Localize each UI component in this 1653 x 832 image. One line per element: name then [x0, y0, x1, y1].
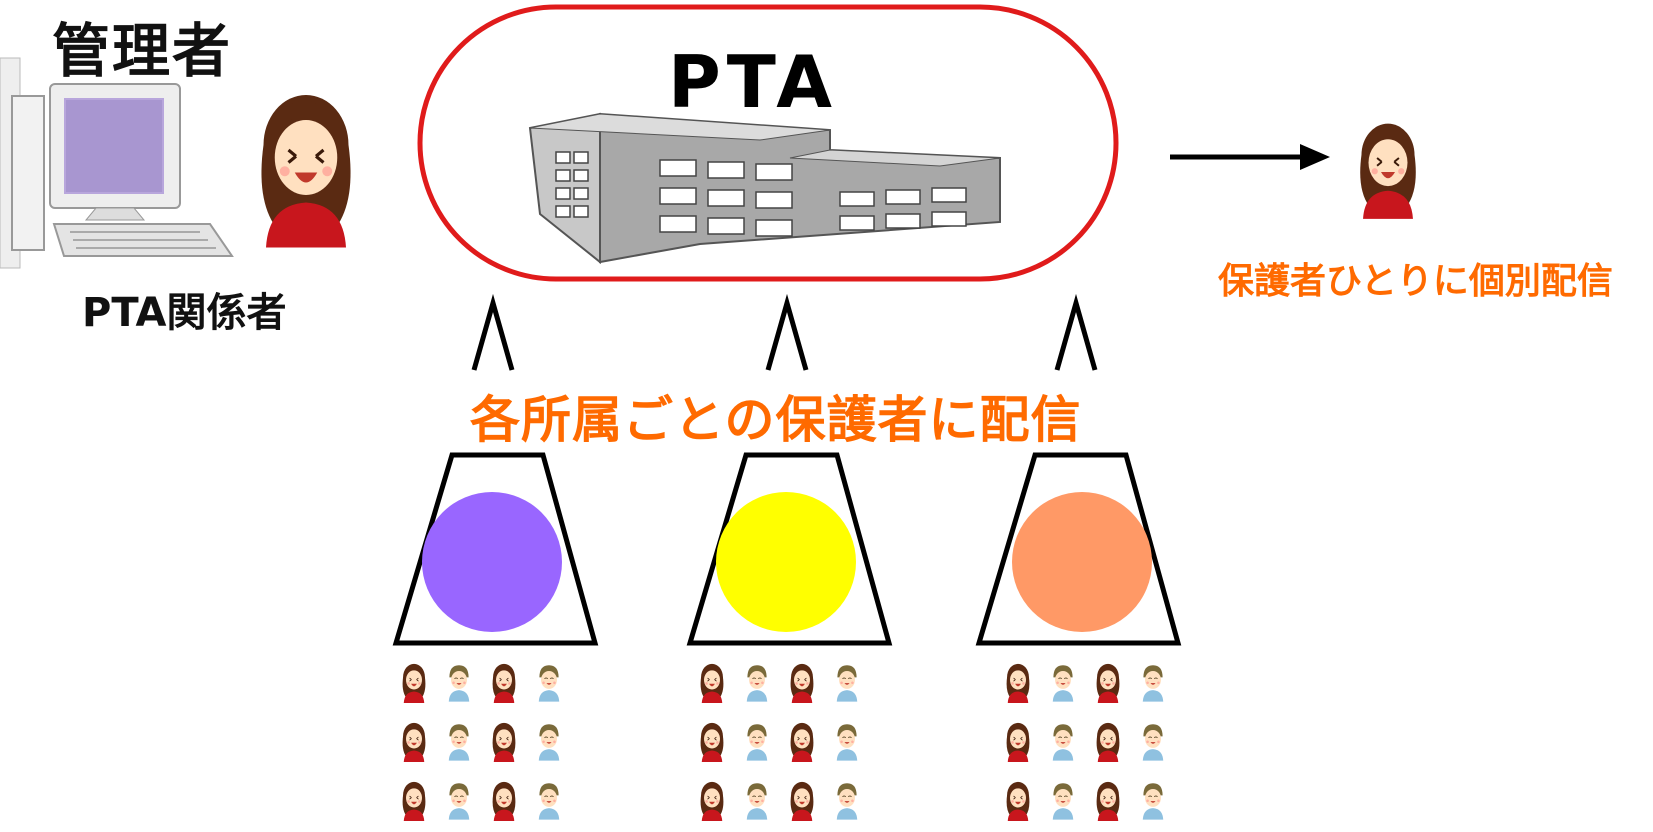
group-circle-3	[1012, 492, 1152, 632]
school-building-icon	[528, 112, 1001, 265]
group-delivery-caption: 各所属ごとの保護者に配信	[470, 391, 1082, 449]
parent-woman-icon	[1359, 122, 1417, 220]
group-circle-1	[422, 492, 562, 632]
pta-staff-caption: PTA関係者	[82, 290, 287, 336]
admin-title: 管理者	[52, 17, 233, 85]
group-circle-2	[716, 492, 856, 632]
up-arrows	[471, 293, 1098, 371]
parents-group-3	[1007, 664, 1164, 821]
woman-smiling-icon	[259, 93, 353, 250]
individual-delivery-caption: 保護者ひとりに個別配信	[1218, 261, 1613, 302]
parents-group-1	[403, 664, 560, 821]
pta-title: PTA	[668, 40, 839, 124]
arrow-right-icon	[1170, 144, 1330, 170]
parents-group-2	[701, 664, 858, 821]
computer-icon	[0, 57, 234, 269]
